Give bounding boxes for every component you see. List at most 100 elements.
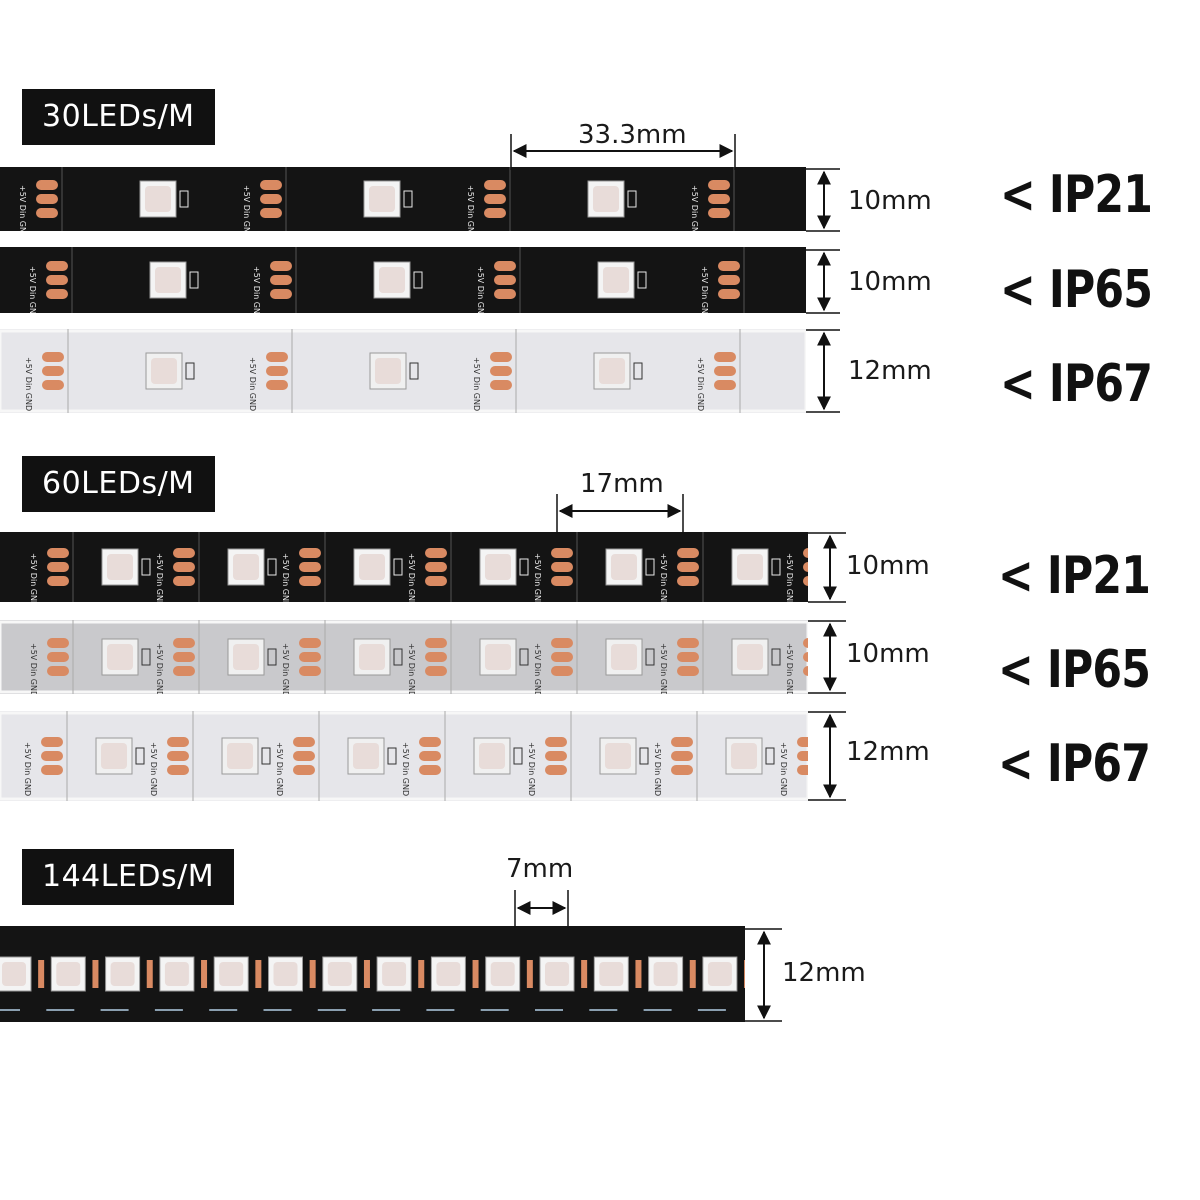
- pad-label: +5V Din GND: [700, 266, 709, 313]
- copper-pad: [425, 576, 447, 586]
- copper-pad: [545, 765, 567, 775]
- section-label-30: 30LEDs/M: [22, 89, 215, 145]
- copper-pad: [803, 652, 808, 662]
- led-lens: [219, 962, 244, 986]
- pad-label: +5V Din GND: [242, 185, 251, 231]
- copper-pad: [494, 289, 516, 299]
- led-lens: [379, 267, 405, 293]
- led-lens: [227, 743, 253, 769]
- pad-label: +5V Din GND: [155, 643, 164, 694]
- width-label-60-ip65: 10mm: [846, 639, 930, 669]
- capacitor: [189, 271, 199, 289]
- copper-pad: [718, 261, 740, 271]
- copper-trace: [38, 960, 45, 988]
- copper-pad: [490, 352, 512, 362]
- capacitor: [519, 648, 529, 666]
- width-label-30-ip67: 12mm: [848, 356, 932, 386]
- copper-pad: [425, 652, 447, 662]
- capacitor: [633, 362, 643, 380]
- copper-pad: [545, 751, 567, 761]
- copper-trace: [255, 960, 262, 988]
- pad-label: +5V Din GND: [533, 643, 542, 694]
- copper-pad: [167, 751, 189, 761]
- copper-pad: [299, 562, 321, 572]
- led-lens: [2, 962, 26, 986]
- copper-pad: [494, 275, 516, 285]
- width-label-30-ip65: 10mm: [848, 267, 932, 297]
- copper-pad: [173, 666, 195, 676]
- led-lens: [110, 962, 135, 986]
- pad-label: +5V Din GND: [275, 742, 284, 796]
- led-lens: [359, 554, 385, 580]
- capacitor: [393, 648, 403, 666]
- copper-pad: [270, 261, 292, 271]
- copper-pad: [671, 737, 693, 747]
- copper-pad: [797, 737, 808, 747]
- copper-pad: [167, 765, 189, 775]
- copper-pad: [260, 180, 282, 190]
- copper-pad: [797, 765, 808, 775]
- copper-pad: [803, 666, 808, 676]
- copper-pad: [266, 366, 288, 376]
- copper-pad: [173, 638, 195, 648]
- copper-pad: [490, 380, 512, 390]
- capacitor: [185, 362, 195, 380]
- copper-pad: [36, 180, 58, 190]
- copper-pad: [299, 548, 321, 558]
- pad-label: +5V Din GND: [29, 643, 38, 694]
- ip-rating-30-ip21: < IP21: [1000, 165, 1153, 225]
- copper-trace: [201, 960, 208, 988]
- pad-label: +5V Din GND: [696, 357, 705, 411]
- pad-label: +5V Din GND: [18, 185, 27, 231]
- pad-label: +5V Din GND: [659, 643, 668, 694]
- strip-coating: [0, 711, 808, 801]
- section-label-60: 60LEDs/M: [22, 456, 215, 512]
- copper-pad: [484, 194, 506, 204]
- copper-pad: [551, 638, 573, 648]
- copper-pad: [803, 562, 808, 572]
- copper-pad: [671, 751, 693, 761]
- led-lens: [107, 644, 133, 670]
- capacitor: [413, 271, 423, 289]
- capacitor: [141, 648, 151, 666]
- capacitor: [765, 747, 775, 765]
- copper-pad: [260, 194, 282, 204]
- copper-pad: [47, 562, 69, 572]
- led-lens: [327, 962, 352, 986]
- copper-pad: [293, 751, 315, 761]
- pad-label: +5V Din GND: [533, 553, 542, 602]
- copper-pad: [270, 275, 292, 285]
- pad-label: +5V Din GND: [659, 553, 668, 602]
- capacitor: [403, 190, 413, 208]
- copper-pad: [803, 638, 808, 648]
- copper-pad: [266, 352, 288, 362]
- pitch-label-144: 7mm: [506, 854, 574, 884]
- copper-pad: [299, 638, 321, 648]
- led-lens: [593, 186, 619, 212]
- pitch-label-60: 17mm: [580, 469, 664, 499]
- copper-pad: [173, 562, 195, 572]
- copper-pad: [419, 765, 441, 775]
- copper-pad: [260, 208, 282, 218]
- copper-pad: [46, 261, 68, 271]
- copper-pad: [46, 289, 68, 299]
- capacitor: [645, 558, 655, 576]
- copper-pad: [173, 548, 195, 558]
- copper-pad: [484, 180, 506, 190]
- led-lens: [653, 962, 678, 986]
- pad-label: +5V Din GND: [785, 643, 794, 694]
- pad-label: +5V Din GND: [472, 357, 481, 411]
- copper-pad: [803, 576, 808, 586]
- pad-label: +5V Din GND: [29, 553, 38, 602]
- pad-label: +5V Din GND: [476, 266, 485, 313]
- capacitor: [267, 558, 277, 576]
- copper-pad: [299, 666, 321, 676]
- copper-pad: [708, 194, 730, 204]
- copper-pad: [718, 275, 740, 285]
- pad-label: +5V Din GND: [23, 742, 32, 796]
- copper-pad: [714, 352, 736, 362]
- copper-pad: [270, 289, 292, 299]
- copper-pad: [551, 652, 573, 662]
- led-lens: [485, 644, 511, 670]
- copper-pad: [677, 666, 699, 676]
